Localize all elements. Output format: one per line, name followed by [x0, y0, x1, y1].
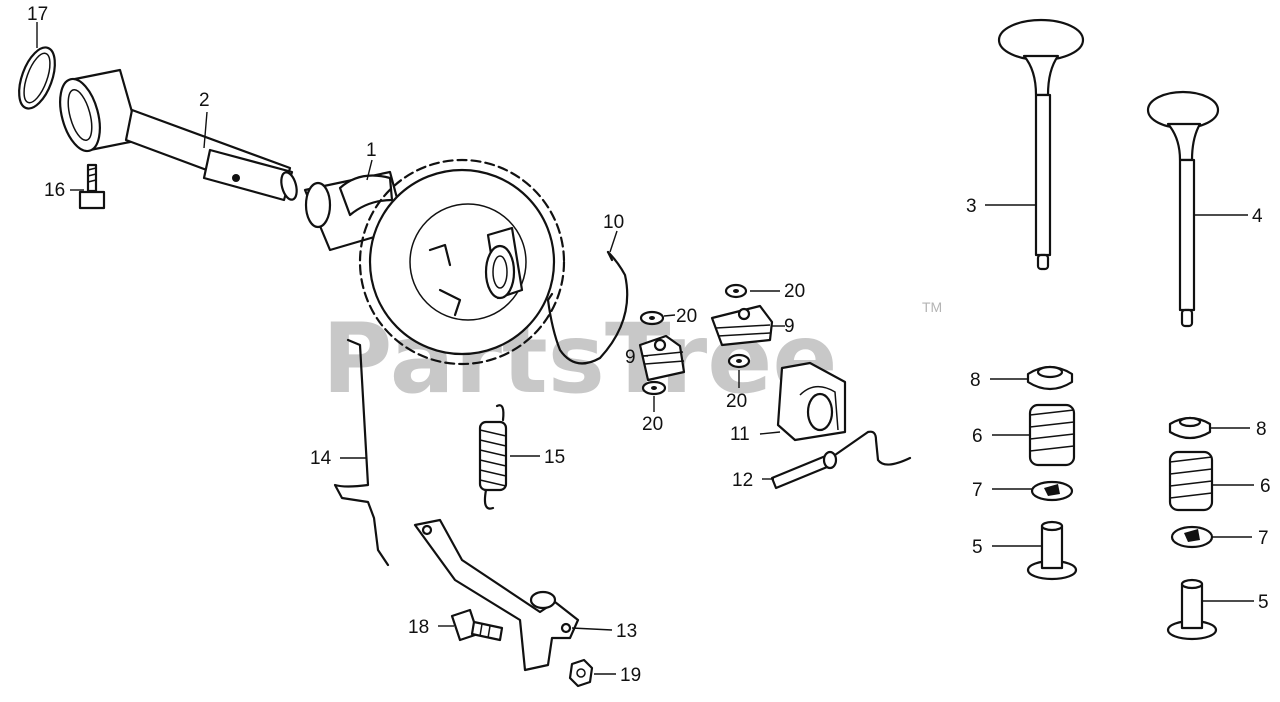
part-8-retainer-left: [1026, 365, 1074, 391]
leader-lines: [36, 22, 1254, 675]
part-19-nut: [568, 658, 594, 688]
callout-20-lower: 20: [642, 414, 663, 435]
part-4-valve: [1146, 90, 1220, 328]
watermark-trademark: TM: [922, 299, 942, 315]
part-17-washer: [18, 46, 56, 110]
part-5-guide-right: [1166, 578, 1218, 641]
callout-13: 13: [616, 621, 637, 642]
part-10-wire: [546, 250, 629, 365]
callout-2: 2: [199, 90, 210, 111]
part-7-seat-right: [1170, 525, 1214, 549]
part-20-washer-lower: [641, 380, 667, 396]
callout-20-upper: 20: [784, 281, 805, 302]
part-16-bolt: [78, 163, 106, 210]
callout-labels: 17 2 1 16 10 20 20 9 9 20 20 11 12 15 14…: [27, 4, 1271, 686]
part-20-washer-left: [639, 310, 665, 326]
callout-19: 19: [620, 665, 641, 686]
callout-3: 3: [966, 196, 977, 217]
callout-7-left: 7: [972, 480, 983, 501]
callout-17: 17: [27, 4, 48, 25]
callout-8-left: 8: [970, 370, 981, 391]
part-1-camshaft-gear: [303, 158, 566, 366]
callout-9-right: 9: [784, 316, 795, 337]
callout-6-right: 6: [1260, 476, 1271, 497]
callout-4: 4: [1252, 206, 1263, 227]
callout-7-right: 7: [1258, 528, 1269, 549]
callout-11: 11: [730, 424, 750, 445]
callout-8-right: 8: [1256, 419, 1267, 440]
callout-20-left: 20: [676, 306, 697, 327]
part-20-washer-upper: [724, 283, 748, 299]
part-6-spring-right: [1168, 450, 1214, 512]
part-9-weight-right: [710, 304, 774, 347]
callout-16: 16: [44, 180, 65, 201]
part-14-rod: [333, 338, 390, 567]
callout-5-right: 5: [1258, 592, 1269, 613]
callout-1: 1: [366, 140, 377, 161]
part-5-guide-left: [1026, 520, 1078, 581]
part-15-spring: [478, 404, 508, 510]
callout-6-left: 6: [972, 426, 983, 447]
callout-14: 14: [310, 448, 332, 469]
part-3-valve: [997, 18, 1085, 271]
part-9-weight-left: [638, 334, 686, 382]
callout-12: 12: [732, 470, 753, 491]
callout-20-right: 20: [726, 391, 747, 412]
callout-9-left: 9: [625, 347, 636, 368]
part-12-shaft: [770, 430, 912, 490]
callout-15: 15: [544, 447, 565, 468]
part-8-retainer-right: [1168, 416, 1212, 440]
part-18-bolt: [450, 608, 504, 642]
part-11-bracket: [776, 361, 847, 442]
part-7-seat-left: [1030, 480, 1074, 502]
part-2-governor-shaft: [59, 68, 298, 202]
part-13-lever: [413, 518, 580, 672]
part-6-spring-left: [1028, 403, 1076, 467]
callout-5-left: 5: [972, 537, 983, 558]
callout-18: 18: [408, 617, 429, 638]
callout-10: 10: [603, 212, 624, 233]
part-20-washer-right: [727, 353, 751, 369]
